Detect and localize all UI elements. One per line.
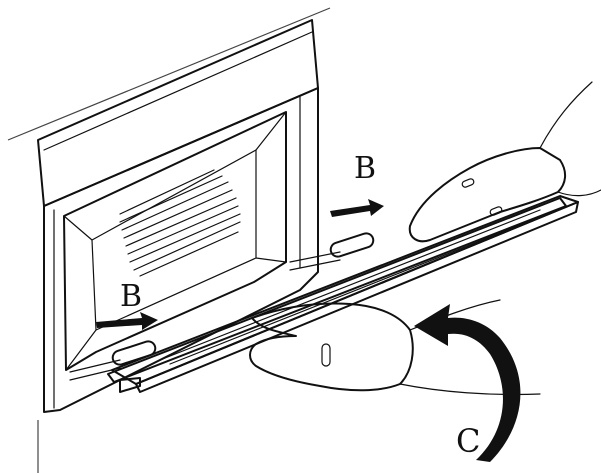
upper-gloved-hand	[408, 81, 601, 243]
oven-door	[107, 195, 579, 393]
arrow-right-icon	[96, 312, 158, 330]
arrow-right-icon	[330, 199, 384, 217]
rotation-label: C	[456, 422, 480, 460]
oven-control-panel	[37, 19, 319, 207]
oven-cavity	[63, 111, 287, 371]
curved-arrow-up-icon	[414, 304, 521, 462]
oven-frame	[43, 87, 319, 413]
upper-hinge	[289, 232, 375, 271]
lower-arrow-b: B	[96, 279, 158, 330]
upper-arrow-label: B	[354, 151, 376, 186]
wall-outline	[7, 7, 331, 473]
rotation-arrow-c: C	[414, 304, 521, 462]
lower-arrow-label: B	[120, 279, 142, 314]
upper-arrow-b: B	[330, 151, 384, 217]
fan-grille	[119, 169, 241, 277]
